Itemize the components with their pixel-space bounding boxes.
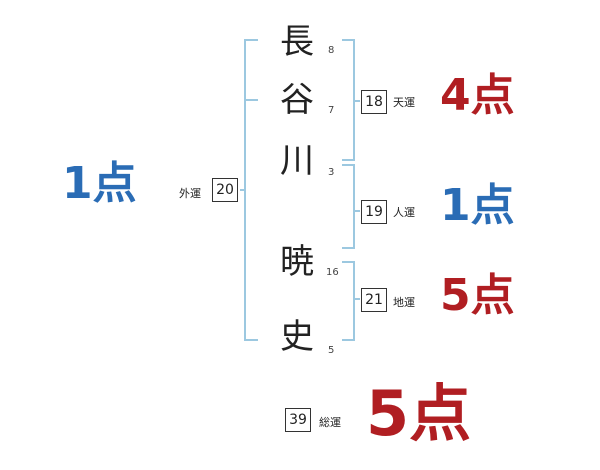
name-char-2: 谷 (280, 80, 314, 120)
name-char-5: 史 (280, 317, 314, 357)
souun-label: 総運 (319, 416, 341, 429)
gaiun-label: 外運 (179, 187, 201, 200)
jinun-value-box: 19 (361, 200, 387, 224)
souun-value-box: 39 (285, 408, 311, 432)
stroke-count-4: 16 (326, 267, 339, 278)
stroke-count-5: 5 (328, 345, 335, 356)
chiun-score: 5点 (440, 270, 515, 321)
tenun-label: 天運 (393, 96, 415, 109)
tenun-value-box: 18 (361, 90, 387, 114)
jinun-label: 人運 (393, 206, 415, 219)
gaiun-score: 1点 (62, 158, 137, 209)
name-char-4: 暁 (280, 242, 314, 282)
name-char-3: 川 (280, 141, 314, 181)
stroke-count-3: 3 (328, 167, 335, 178)
chiun-value-box: 21 (361, 288, 387, 312)
jinun-score: 1点 (440, 180, 515, 231)
stroke-count-1: 8 (328, 45, 335, 56)
chiun-label: 地運 (393, 296, 415, 309)
tenun-score: 4点 (440, 70, 515, 121)
name-char-1: 長 (280, 22, 314, 62)
souun-score: 5点 (366, 377, 472, 450)
stroke-count-2: 7 (328, 105, 335, 116)
gaiun-value-box: 20 (212, 178, 238, 202)
